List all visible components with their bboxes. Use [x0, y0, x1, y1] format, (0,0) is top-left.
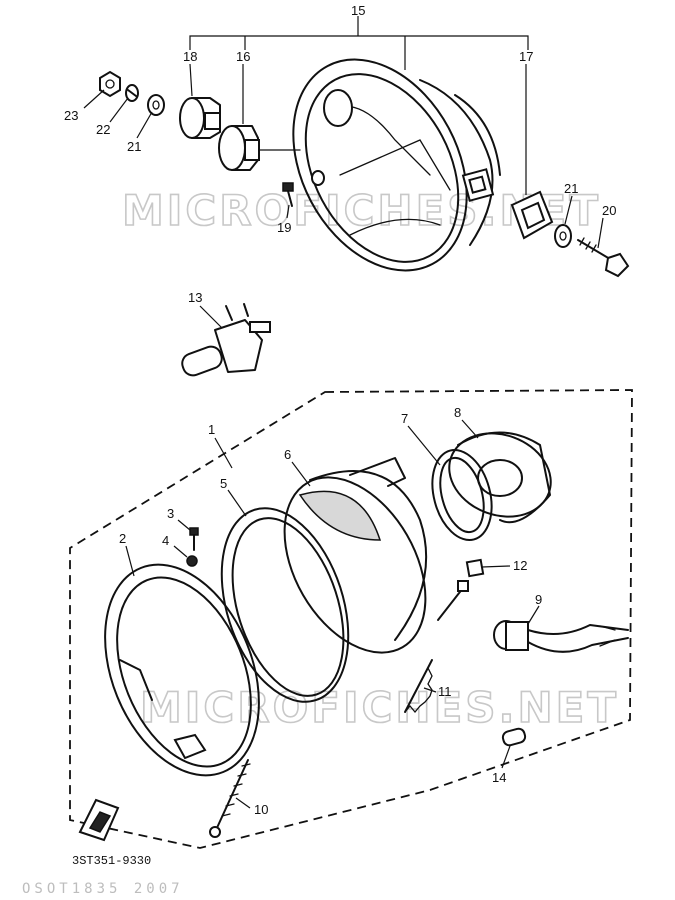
- part-label-21-left: 21: [127, 139, 141, 154]
- headlight-rim-2: [104, 563, 260, 777]
- bulb-cover-8: [448, 431, 552, 524]
- leader-lines: [83, 16, 604, 809]
- part-label-18: 18: [183, 49, 197, 64]
- washer-21-left: [147, 94, 165, 116]
- retaining-ring-7: [431, 448, 493, 542]
- headlight-housing: [292, 58, 501, 272]
- part-label-20: 20: [602, 203, 616, 218]
- part-label-4: 4: [162, 533, 169, 548]
- front-direction-icon: [78, 798, 120, 842]
- part-label-11: 11: [438, 684, 452, 699]
- part-label-2: 2: [119, 531, 126, 546]
- screw-19: [282, 182, 294, 207]
- lock-washer-22: [125, 84, 139, 102]
- adjusting-screw-10: [209, 759, 251, 838]
- grommet-17: [510, 190, 554, 240]
- part-label-23: 23: [64, 108, 78, 123]
- watermark-middle: MICROFICHES.NET: [140, 683, 619, 732]
- washer-21-right: [554, 224, 572, 248]
- clip-12: [437, 558, 485, 621]
- diagram-code: 3ST351-9330: [72, 854, 151, 868]
- part-label-7: 7: [401, 411, 408, 426]
- watermark-bottom: OSOT1835 2007: [22, 881, 184, 897]
- rubber-cover: [218, 125, 301, 171]
- part-label-9: 9: [535, 592, 542, 607]
- part-label-13: 13: [188, 290, 202, 305]
- part-label-1: 1: [208, 422, 215, 437]
- part-label-15: 15: [351, 3, 365, 18]
- bulb-socket: [179, 97, 221, 139]
- part-labels: 15 18 16 17 23 22 21 19 21 20 13 1 2 3 4…: [64, 3, 616, 817]
- nut-4: [186, 555, 198, 567]
- bolt-20: [577, 237, 630, 278]
- part-label-22: 22: [96, 122, 110, 137]
- nut-23: [99, 70, 121, 98]
- rim-ring-5: [220, 507, 350, 703]
- part-label-19: 19: [277, 220, 291, 235]
- part-label-5: 5: [220, 476, 227, 491]
- screw-3: [189, 527, 199, 551]
- part-label-17: 17: [519, 49, 533, 64]
- part-label-21-right: 21: [564, 181, 578, 196]
- headlight-bulb: [181, 303, 271, 377]
- part-label-6: 6: [284, 447, 291, 462]
- assembly-1-boundary: [69, 389, 633, 849]
- part-label-14: 14: [492, 770, 506, 785]
- lens-unit-6: [283, 457, 428, 654]
- part-label-10: 10: [254, 802, 268, 817]
- part-label-12: 12: [513, 558, 527, 573]
- position-light-socket-9: [493, 620, 629, 653]
- spring-11: [404, 659, 433, 714]
- position-bulb-14: [501, 727, 527, 747]
- part-label-16: 16: [236, 49, 250, 64]
- part-label-8: 8: [454, 405, 461, 420]
- part-label-3: 3: [167, 506, 174, 521]
